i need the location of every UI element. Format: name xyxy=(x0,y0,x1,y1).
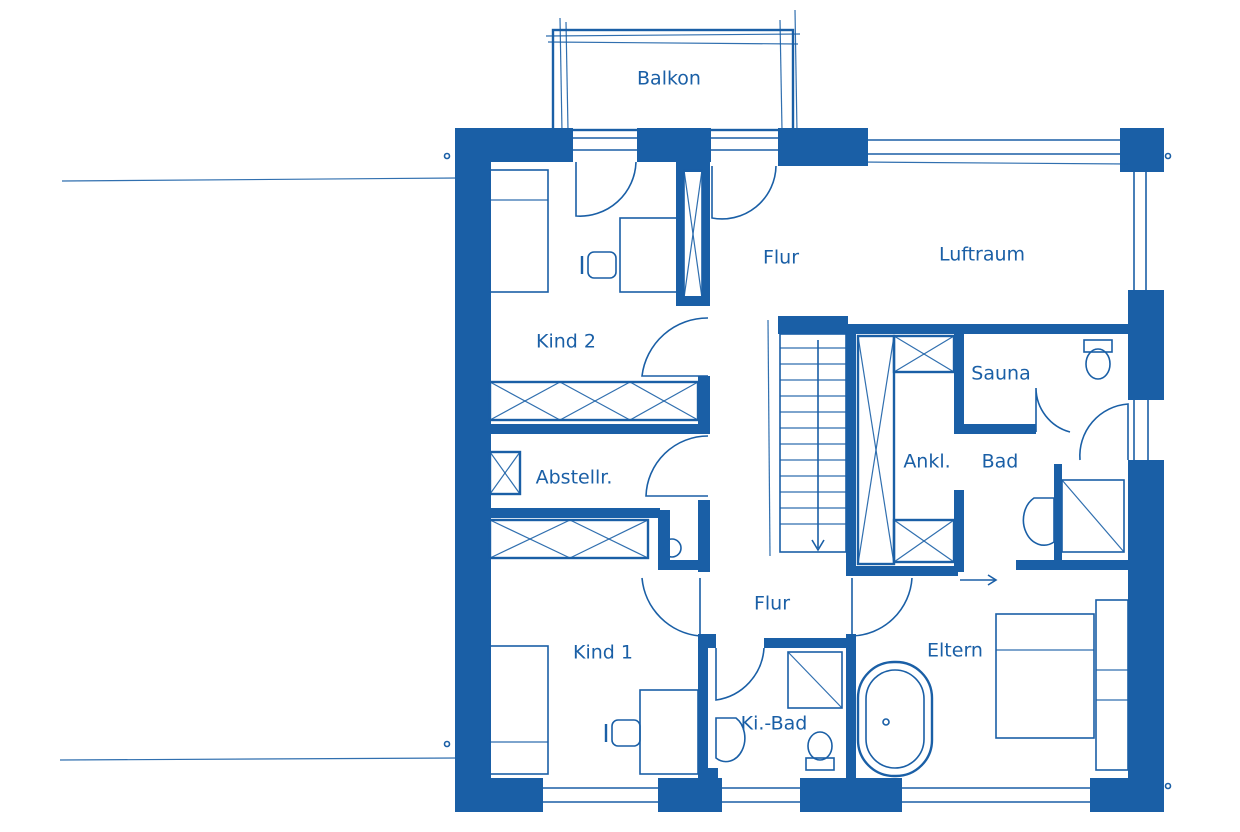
sink-icon xyxy=(715,497,1055,763)
label-luftraum: Luftraum xyxy=(939,244,1025,266)
label-flur-bottom: Flur xyxy=(754,593,790,615)
label-abstellr: Abstellr. xyxy=(536,467,613,489)
windows xyxy=(543,137,1149,803)
bathtub-icon xyxy=(856,660,934,778)
label-sauna: Sauna xyxy=(971,363,1030,385)
label-ankl: Ankl. xyxy=(903,451,950,473)
room-labels: Balkon Flur Luftraum Kind 2 Sauna Abstel… xyxy=(536,68,1031,735)
exterior-walls xyxy=(455,128,1164,812)
label-balkon: Balkon xyxy=(637,68,701,90)
door-swing-icon xyxy=(575,161,1129,701)
stair-icon xyxy=(767,319,847,557)
toilet-icon xyxy=(662,339,1113,771)
label-eltern: Eltern xyxy=(927,640,983,662)
label-flur-top: Flur xyxy=(763,247,799,269)
label-kind1: Kind 1 xyxy=(573,642,633,664)
interior-walls xyxy=(488,162,1128,782)
label-kind2: Kind 2 xyxy=(536,331,596,353)
wardrobe-icon xyxy=(488,169,956,566)
label-bad: Bad xyxy=(982,451,1019,473)
shower-icon xyxy=(787,479,1125,709)
label-kibad: Ki.-Bad xyxy=(741,713,808,735)
desk-chair-icon xyxy=(580,251,641,747)
site-lines xyxy=(59,152,1172,790)
arrow-marker xyxy=(960,574,998,586)
